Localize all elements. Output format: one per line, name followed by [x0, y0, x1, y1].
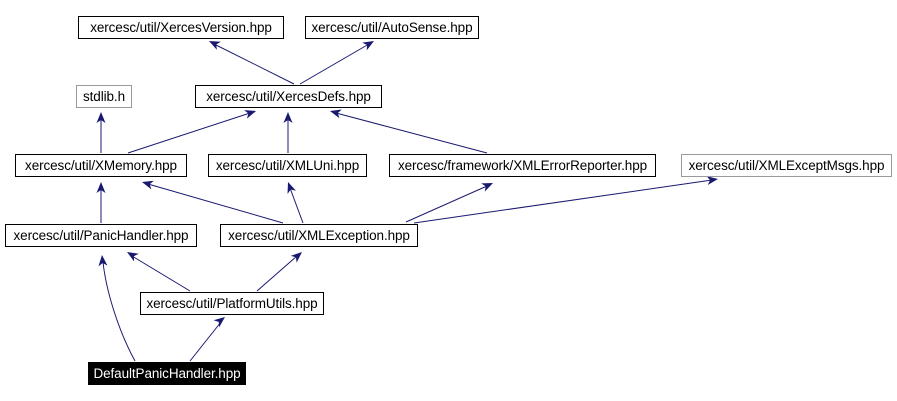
graph-edge-arrowhead — [127, 252, 139, 262]
graph-edge-arrowhead — [287, 182, 296, 194]
graph-node-label: xercesc/util/AutoSense.hpp — [311, 19, 473, 35]
graph-node-label: xercesc/util/XercesDefs.hpp — [206, 88, 371, 104]
graph-node-xercesdefs[interactable]: xercesc/util/XercesDefs.hpp — [195, 85, 382, 108]
graph-node-label: xercesc/util/PlatformUtils.hpp — [146, 295, 318, 311]
graph-node-panichandler[interactable]: xercesc/util/PanicHandler.hpp — [5, 224, 197, 247]
graph-node-xmluni[interactable]: xercesc/util/XMLUni.hpp — [208, 154, 367, 177]
graph-node-label: xercesc/util/XMLException.hpp — [228, 227, 410, 243]
graph-edge — [131, 255, 191, 292]
graph-node-autosense[interactable]: xercesc/util/AutoSense.hpp — [305, 16, 479, 39]
graph-edge — [299, 43, 370, 85]
graph-edge — [213, 43, 295, 85]
graph-node-label: xercesc/framework/XMLErrorReporter.hpp — [397, 157, 648, 173]
graph-edge — [127, 112, 251, 154]
graph-edge — [405, 185, 488, 223]
graph-edge-arrowhead — [706, 176, 718, 185]
graph-node-xmlexceptmsgs[interactable]: xercesc/util/XMLExceptMsgs.hpp — [681, 154, 892, 177]
graph-node-label: stdlib.h — [83, 88, 125, 104]
graph-edge — [413, 179, 713, 224]
graph-edge — [102, 261, 136, 362]
graph-node-xmlerrorreporter[interactable]: xercesc/framework/XMLErrorReporter.hpp — [389, 154, 656, 177]
graph-node-xercesversion[interactable]: xercesc/util/XercesVersion.hpp — [78, 16, 284, 39]
graph-edge-arrowhead — [142, 180, 154, 190]
graph-edge-arrowhead — [96, 182, 106, 193]
graph-edge — [289, 187, 304, 224]
graph-edge-arrowhead — [209, 41, 221, 50]
graph-edge — [256, 255, 298, 292]
graph-edge-arrowhead — [290, 252, 302, 263]
graph-node-label: xercesc/util/XMemory.hpp — [25, 157, 177, 173]
graph-edge-arrowhead — [96, 112, 106, 123]
graph-edge-arrowhead — [244, 110, 256, 119]
graph-edge-arrowhead — [283, 112, 293, 123]
graph-edge — [147, 183, 284, 224]
graph-edge-arrowhead — [98, 255, 108, 267]
graph-node-label: DefaultPanicHandler.hpp — [93, 365, 241, 381]
graph-node-xmlexception[interactable]: xercesc/util/XMLException.hpp — [220, 224, 418, 247]
graph-edge-arrowhead — [330, 109, 342, 119]
graph-node-xmemory[interactable]: xercesc/util/XMemory.hpp — [15, 154, 187, 177]
graph-node-stdlib[interactable]: stdlib.h — [76, 85, 132, 108]
graph-node-label: xercesc/util/XercesVersion.hpp — [90, 19, 272, 35]
graph-edge — [189, 321, 222, 362]
graph-edge-arrowhead — [362, 41, 374, 51]
graph-node-label: xercesc/util/PanicHandler.hpp — [13, 227, 189, 243]
graph-edge — [335, 112, 488, 154]
graph-node-label: xercesc/util/XMLUni.hpp — [215, 157, 360, 173]
graph-edge-arrowhead — [481, 183, 493, 192]
graph-node-label: xercesc/util/XMLExceptMsgs.hpp — [688, 157, 885, 173]
graph-node-defaultpanichandler: DefaultPanicHandler.hpp — [88, 362, 246, 385]
graph-edge-arrowhead — [213, 317, 225, 328]
graph-node-platformutils[interactable]: xercesc/util/PlatformUtils.hpp — [140, 292, 324, 315]
